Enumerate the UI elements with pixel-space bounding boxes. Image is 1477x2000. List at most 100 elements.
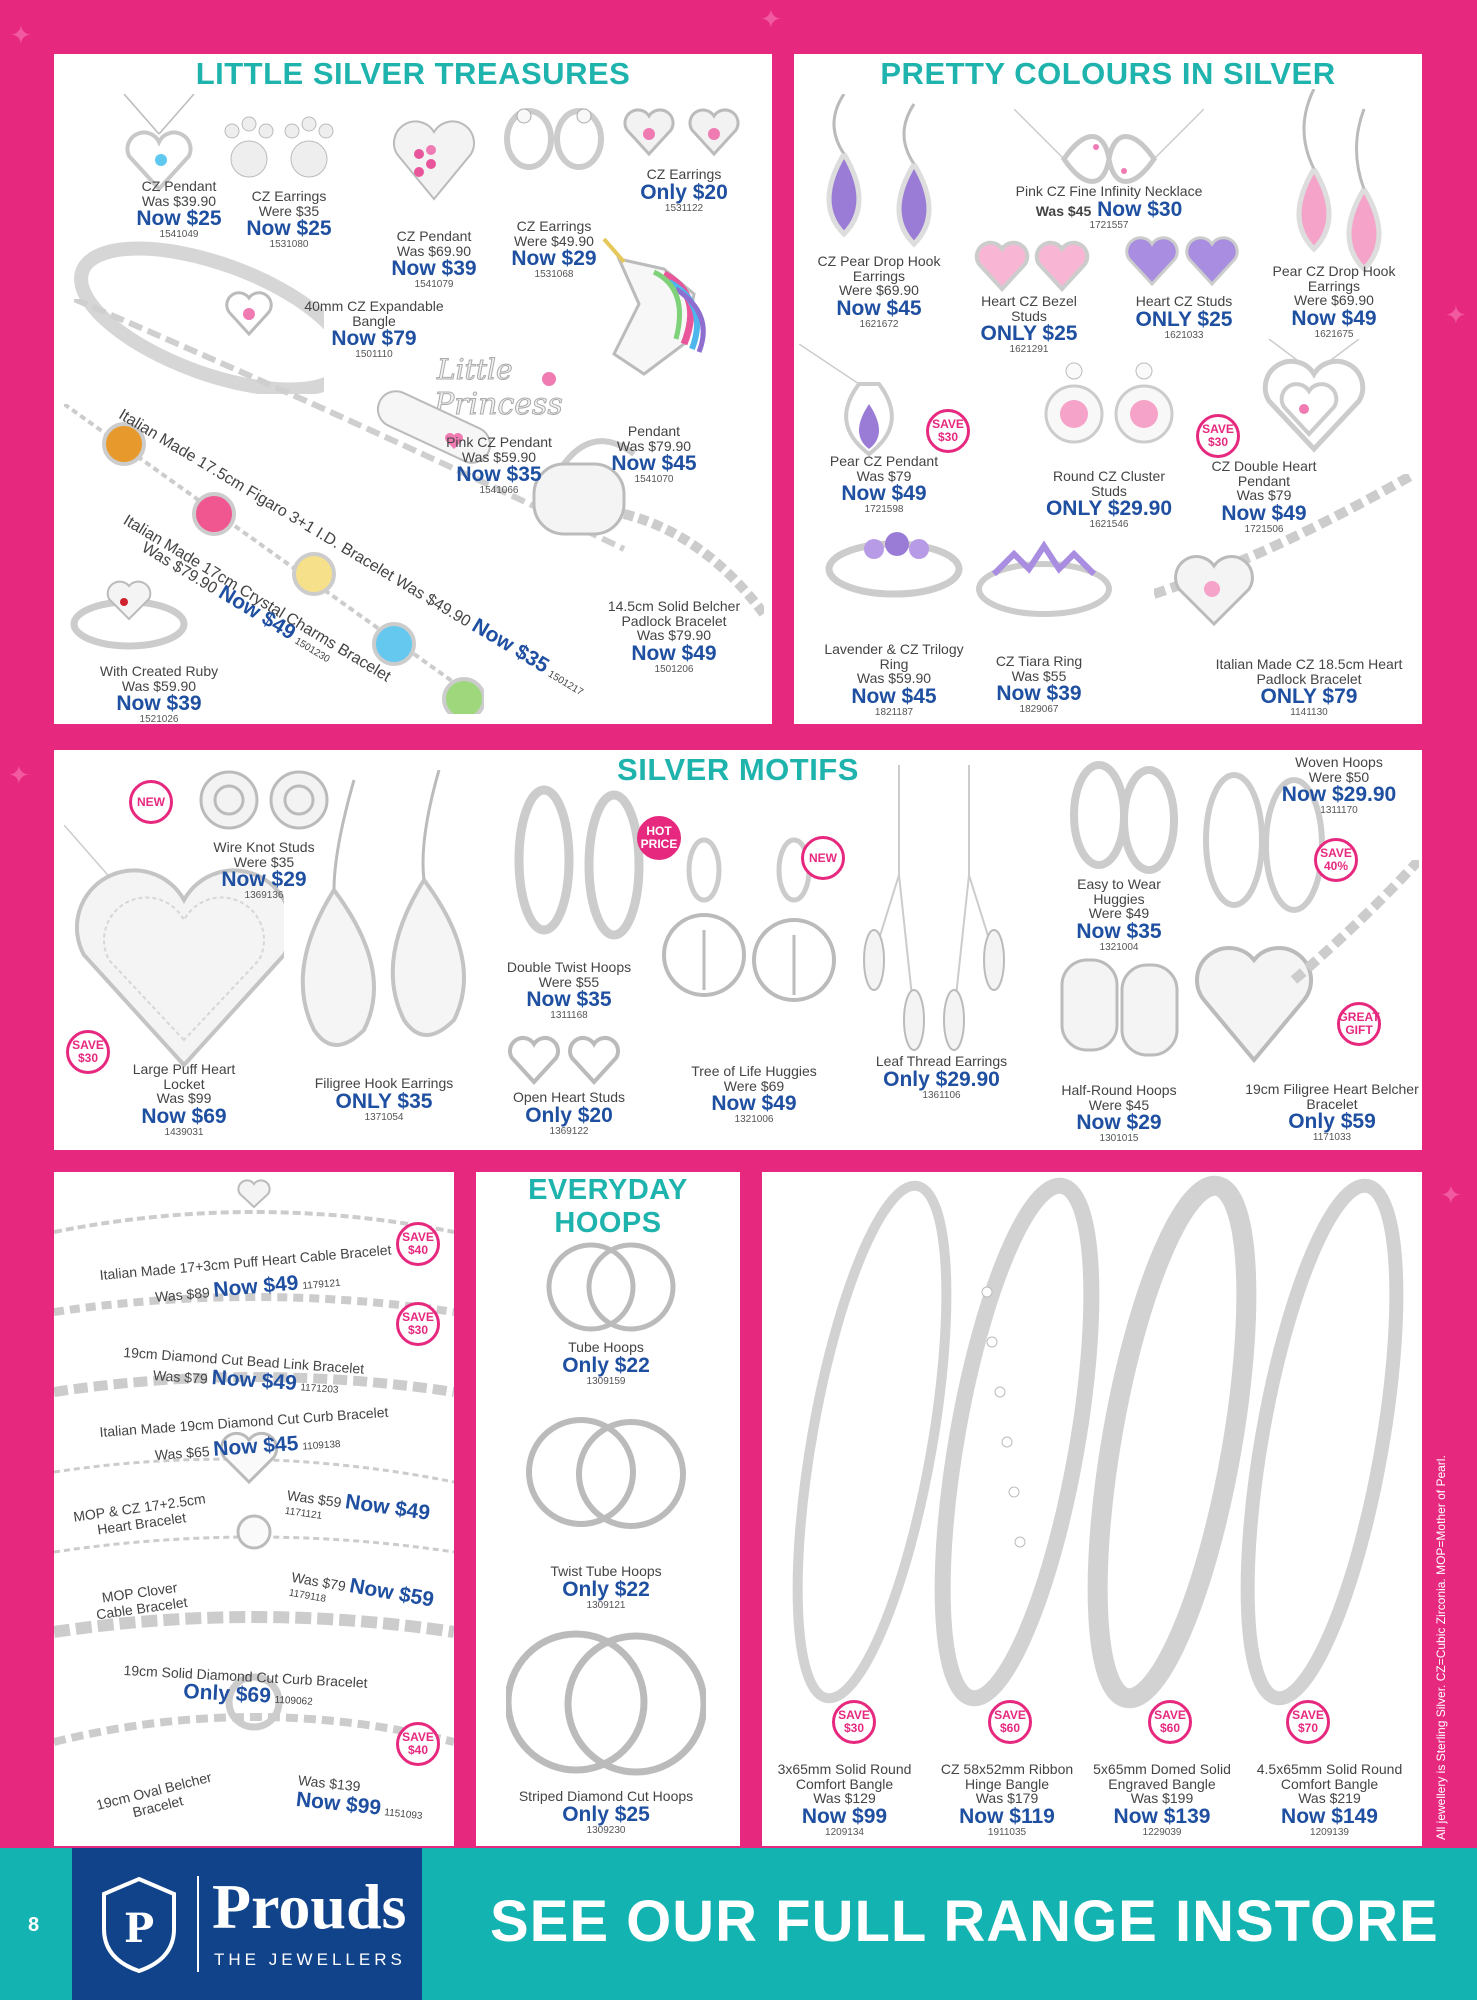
sparkle-icon: ✦ (10, 20, 32, 50)
product-infinity-necklace: Pink CZ Fine Infinity Necklace Was $45 N… (1015, 183, 1203, 231)
purple-heart-studs-image (1125, 236, 1239, 287)
easy-huggies-image (1070, 761, 1178, 874)
section-title: PRETTY COLOURS IN SILVER (880, 56, 1336, 91)
tiara-ring-image (976, 540, 1112, 617)
brand-tagline: THE JEWELLERS (214, 1950, 406, 1969)
ruby-heart-ring-image (70, 580, 188, 650)
section-title: SILVER MOTIFS (617, 752, 859, 787)
cz-huggie-earrings-image (504, 108, 604, 170)
double-twist-hoops-image (514, 785, 644, 940)
unicorn-pendant-image (602, 237, 706, 376)
save-badge: SAVE$40 (396, 1722, 440, 1766)
save-badge: SAVE$30 (832, 1700, 876, 1744)
save-badge: SAVE$60 (1148, 1700, 1192, 1744)
filigree-heart-bracelet-image (1195, 860, 1419, 1064)
double-heart-pendant-image (1262, 339, 1366, 453)
svg-text:Little: Little (436, 353, 513, 386)
pink-heart-pendant-image (392, 120, 476, 201)
save-badge: SAVE$70 (1286, 1700, 1330, 1744)
striped-hoops-image (506, 1630, 706, 1776)
section-title: EVERYDAY HOOPS (528, 1174, 688, 1239)
section-title: LITTLE SILVER TREASURES (195, 56, 631, 91)
save-badge: SAVE$60 (988, 1700, 1032, 1744)
sterling-silver-note: All jewellery is Sterling Silver. CZ=Cub… (1434, 1455, 1448, 1840)
open-heart-studs-image (508, 1036, 620, 1085)
save-badge: SAVE$30 (396, 1302, 440, 1346)
logo-divider (197, 1876, 199, 1972)
half-round-hoops-image (1060, 958, 1179, 1057)
pretty-colours-panel: PRETTY COLOURS IN SILVER (794, 54, 1422, 724)
save-badge: SAVE$30 (1196, 414, 1240, 458)
sparkle-icon: ✦ (760, 4, 782, 34)
wire-knot-studs-image (199, 770, 329, 830)
filigree-hook-earrings-image (300, 770, 466, 1047)
pink-heart-bezel-studs-image (974, 240, 1090, 292)
product-heart-padlock-bracelet: Italian Made CZ 18.5cm Heart Padlock Bra… (1215, 656, 1403, 719)
sparkle-icon: ✦ (1445, 300, 1467, 330)
new-badge: NEW (801, 836, 845, 880)
sparkle-icon: ✦ (8, 760, 30, 790)
bracelet-chains-image (54, 1179, 454, 1746)
tube-hoops-image (546, 1242, 676, 1332)
svg-text:P: P (124, 1905, 154, 1952)
save-badge: SAVE$40 (396, 1222, 440, 1266)
sparkle-icon: ✦ (1440, 1180, 1462, 1210)
prouds-logo: P Prouds THE JEWELLERS (72, 1848, 422, 2000)
little-silver-panel: LITTLE SILVER TREASURES Little (54, 54, 772, 724)
bangles-image (792, 1175, 1404, 1709)
pear-pendant-image (799, 344, 894, 457)
new-badge: NEW (129, 780, 173, 824)
heart-studs-image (623, 108, 740, 157)
bangle-image (74, 241, 324, 394)
trilogy-ring-image (825, 532, 963, 598)
heart-padlock-bracelet-image (1154, 474, 1414, 627)
purple-pear-earrings-image (826, 94, 932, 248)
paw-earrings-image (224, 116, 334, 178)
padlock-bracelet-image (532, 438, 764, 618)
infinity-necklace-image (1014, 108, 1204, 184)
save-badge: SAVE$30 (66, 1030, 110, 1074)
brand-name: Prouds (212, 1871, 407, 1942)
product-filigree-heart-bracelet: 19cm Filigree Heart Belcher Bracelet Onl… (1245, 1081, 1419, 1144)
save-badge: SAVE$30 (926, 409, 970, 453)
footer-banner: 8 P Prouds THE JEWELLERS SEE OUR FULL RA… (0, 1848, 1477, 2000)
crystal-charms-bracelet-image (64, 404, 484, 714)
